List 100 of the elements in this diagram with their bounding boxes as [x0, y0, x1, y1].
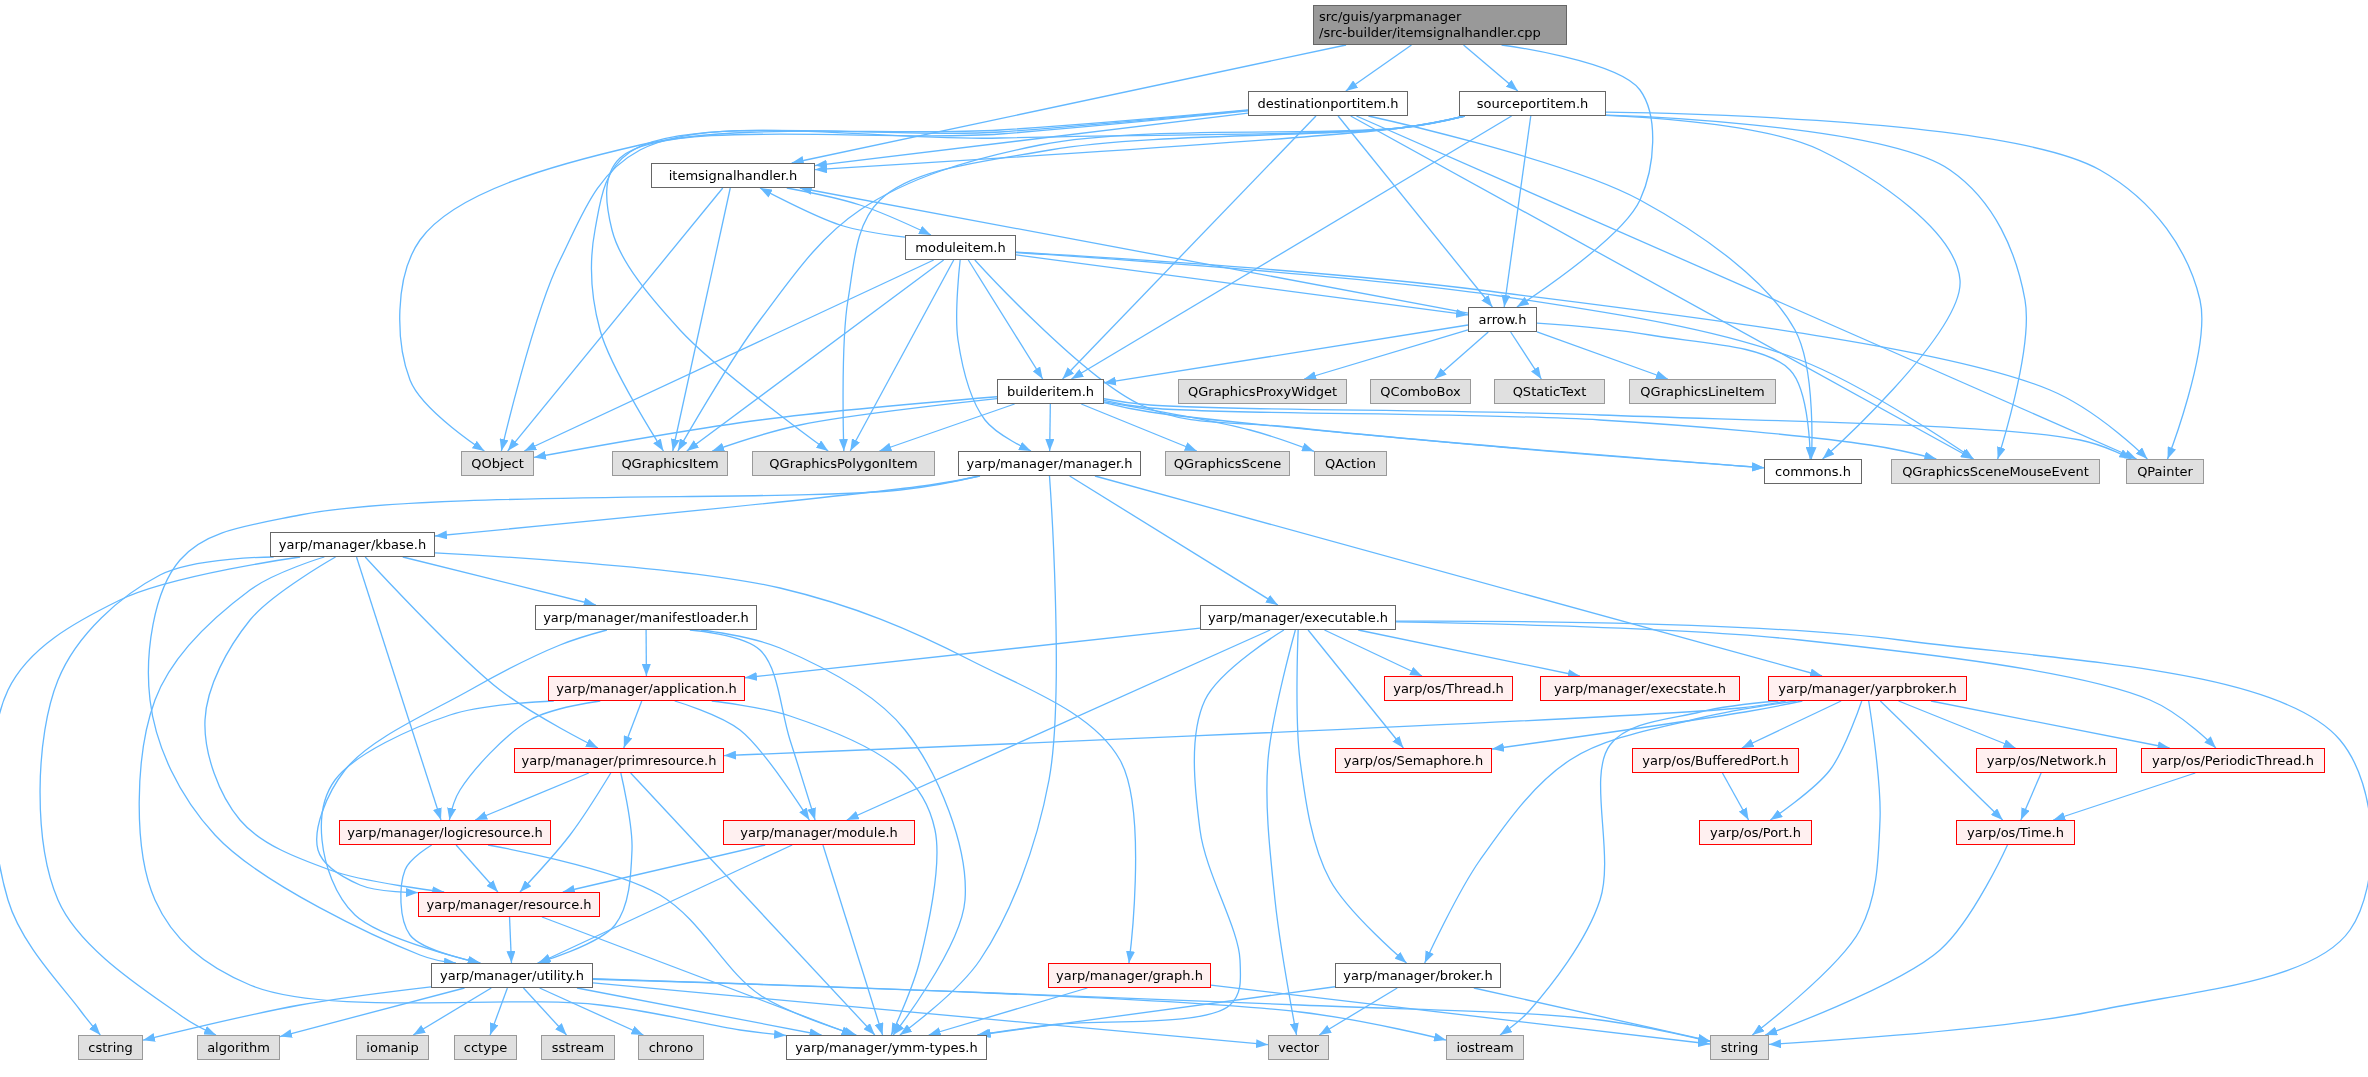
file-node: yarp/os/Port.h [1699, 820, 1812, 845]
file-node: yarp/manager/manifestloader.h [535, 605, 757, 630]
include-arrow [355, 556, 442, 821]
file-node: sstream [541, 1035, 615, 1060]
file-node: yarp/manager/manager.h [958, 451, 1141, 476]
file-node: builderitem.h [997, 379, 1104, 404]
include-arrow [1473, 987, 1711, 1043]
include-arrow [1501, 115, 1532, 308]
include-arrow [412, 987, 492, 1036]
include-arrow [487, 844, 858, 1036]
include-arrow [1769, 700, 1863, 821]
file-node: QGraphicsItem [612, 451, 728, 476]
include-arrow [138, 556, 787, 1039]
include-arrow [1357, 629, 1581, 678]
include-arrow [1395, 620, 2368, 1049]
include-arrow [686, 259, 945, 452]
include-arrow [976, 629, 1285, 1038]
include-arrow [592, 982, 1269, 1049]
include-arrow [814, 112, 1249, 169]
include-arrow [759, 187, 906, 238]
include-arrow [592, 977, 1711, 1044]
include-arrow [474, 772, 590, 821]
file-node: QGraphicsLineItem [1629, 379, 1776, 404]
file-node: QGraphicsProxyWidget [1178, 379, 1347, 404]
file-node: itemsignalhandler.h [651, 163, 815, 188]
include-arrow [402, 556, 597, 607]
include-arrow [1080, 403, 1198, 452]
file-node: yarp/manager/broker.h [1335, 963, 1501, 988]
include-arrow [142, 986, 432, 1042]
include-arrow [538, 987, 645, 1036]
file-node: yarp/manager/module.h [723, 820, 915, 845]
include-arrow [1510, 331, 1542, 380]
include-arrow [1897, 700, 2017, 749]
include-arrow [1751, 700, 1881, 1036]
include-arrow [899, 475, 1057, 1036]
include-arrow [1345, 44, 1413, 92]
include-arrow [1337, 115, 1494, 308]
file-node: string [1710, 1035, 1769, 1060]
file-node: moduleitem.h [905, 235, 1016, 260]
file-node: iomanip [356, 1035, 429, 1060]
include-arrow [744, 627, 1201, 681]
file-node: yarp/manager/logicresource.h [339, 820, 551, 845]
file-node: QGraphicsSceneMouseEvent [1891, 459, 2100, 484]
include-arrow [1323, 629, 1423, 677]
include-arrow [1434, 331, 1489, 380]
include-arrow [1879, 700, 2004, 821]
include-arrow [447, 700, 601, 821]
include-arrow [1061, 115, 1317, 380]
file-node: yarp/manager/resource.h [418, 892, 600, 917]
include-arrow [507, 187, 724, 452]
include-arrow [592, 978, 1447, 1042]
include-arrow [2052, 772, 2196, 821]
include-arrow [956, 259, 1032, 452]
file-node: yarp/os/BufferedPort.h [1632, 748, 1799, 773]
file-node: vector [1268, 1035, 1329, 1060]
include-arrow [1367, 115, 1817, 460]
file-node: yarp/manager/kbase.h [270, 532, 435, 557]
include-arrow [846, 629, 1271, 821]
include-arrow [1318, 987, 1398, 1036]
include-arrow [786, 187, 932, 236]
file-node: yarp/manager/utility.h [431, 963, 593, 988]
file-node: QPainter [2126, 459, 2204, 484]
include-arrow [538, 844, 793, 964]
include-arrow [1094, 475, 1823, 678]
include-arrow [822, 844, 884, 1036]
include-arrow [536, 772, 633, 964]
file-node: yarp/manager/primresource.h [514, 748, 724, 773]
file-node: cstring [78, 1035, 143, 1060]
include-arrow [674, 700, 810, 821]
include-arrow [2020, 772, 2042, 821]
file-node: iostream [1446, 1035, 1524, 1060]
include-arrow [1103, 401, 1765, 472]
file-node: yarp/manager/yarpbroker.h [1768, 676, 1967, 701]
include-arrow [1103, 401, 1315, 452]
include-arrow [711, 700, 938, 1036]
include-arrow [1045, 403, 1055, 452]
include-arrow [1355, 115, 2138, 460]
include-arrow [562, 844, 766, 894]
file-node: sourceportitem.h [1459, 91, 1606, 116]
include-arrow [489, 987, 509, 1036]
file-node: QObject [461, 451, 534, 476]
file-node: yarp/manager/application.h [548, 676, 745, 701]
include-arrow [623, 700, 643, 749]
include-arrow [670, 187, 731, 452]
file-node: QGraphicsPolygonItem [752, 451, 935, 476]
include-arrow [1266, 629, 1299, 1036]
file-node: cctype [454, 1035, 517, 1060]
include-arrow [1070, 115, 1513, 380]
include-arrow [1296, 629, 1408, 964]
file-node: yarp/os/Semaphore.h [1335, 748, 1492, 773]
include-arrow [1721, 772, 1750, 821]
include-arrow [1764, 844, 2009, 1036]
file-node: QComboBox [1370, 379, 1471, 404]
include-arrow [399, 109, 1249, 452]
include-arrow [1741, 700, 1842, 749]
file-node: yarp/os/Network.h [1976, 748, 2117, 773]
include-arrow [316, 629, 608, 897]
include-arrow [928, 987, 1088, 1036]
include-arrow [364, 556, 599, 749]
file-node: yarp/manager/execstate.h [1540, 676, 1740, 701]
